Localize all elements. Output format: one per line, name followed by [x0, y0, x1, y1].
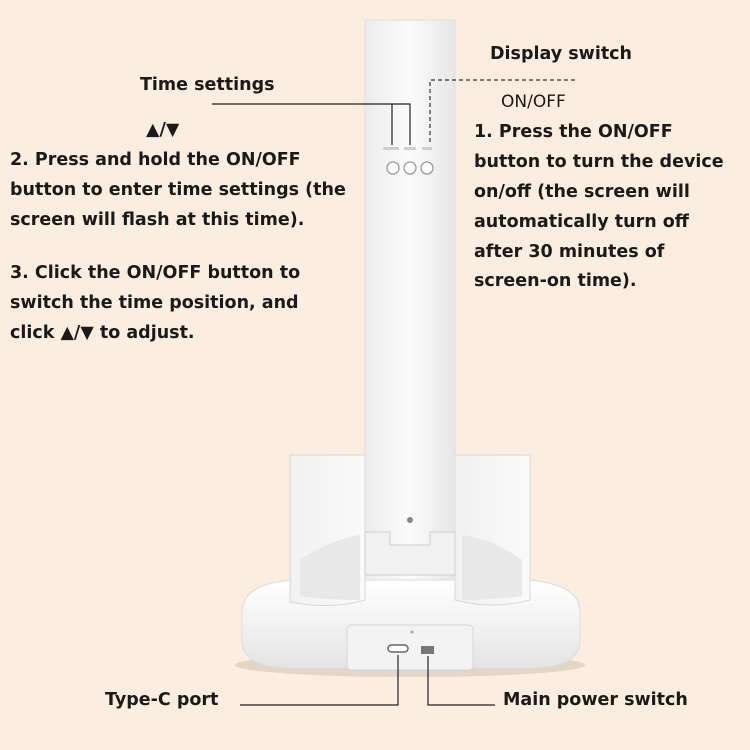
- instruction-line: 3. Click the ON/OFF button to: [10, 263, 301, 283]
- instruction-line: button to turn the device: [474, 152, 724, 172]
- type-c-port: [387, 644, 409, 653]
- instruction-line: screen will flash at this time).: [10, 210, 305, 230]
- instruction-line: click ▲/▼ to adjust.: [10, 323, 195, 343]
- instruction-line: switch the time position, and: [10, 293, 299, 313]
- time-settings-leader: [212, 103, 411, 145]
- on-off-label: ON/OFF: [501, 92, 566, 112]
- main-power-switch: [421, 646, 434, 654]
- instruction-line: button to enter time settings (the: [10, 180, 346, 200]
- instruction-line: on/off (the screen will: [474, 182, 690, 202]
- display-switch-label: Display switch: [490, 44, 633, 64]
- type-c-leader: [240, 655, 399, 706]
- touch-button-up: [386, 161, 400, 175]
- main-power-switch-label: Main power switch: [503, 690, 688, 710]
- instruction-line: after 30 minutes of: [474, 242, 665, 262]
- type-c-port-label: Type-C port: [105, 690, 219, 710]
- indicator-dot: [410, 630, 414, 634]
- touch-button-down: [403, 161, 417, 175]
- touch-button-power: [420, 161, 434, 175]
- power-switch-leader: [427, 656, 495, 706]
- time-settings-label: Time settings: [140, 75, 275, 95]
- instruction-line: screen-on time).: [474, 271, 637, 291]
- instruction-line: 2. Press and hold the ON/OFF: [10, 150, 301, 170]
- instruction-line: 1. Press the ON/OFF: [474, 122, 673, 142]
- time-arrows-label: ▲/▼: [146, 120, 180, 140]
- instruction-line: automatically turn off: [474, 212, 689, 232]
- base-front-panel: [346, 624, 474, 671]
- lamp-hinge: [364, 531, 456, 576]
